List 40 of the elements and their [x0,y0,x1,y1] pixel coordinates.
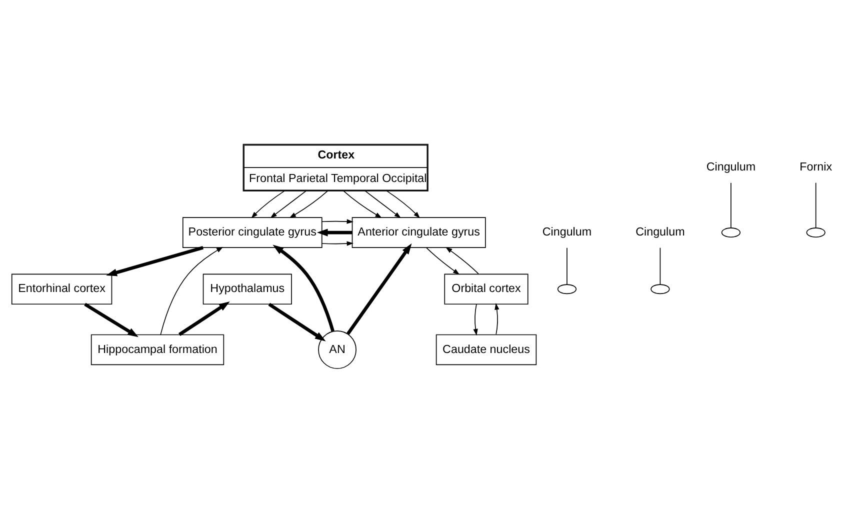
arrow [364,190,401,218]
node-ellipse [806,227,826,238]
node-ellipse [650,284,670,294]
node-box: Hippocampal formation [90,334,224,365]
node-text: Cingulum [706,160,756,174]
arrow [343,190,382,218]
node-box: Entorhinal cortex [11,273,112,304]
node-text: Cingulum [636,225,685,238]
arrow [426,246,460,274]
node-ellipse [557,284,577,294]
arrow [106,246,204,276]
arrow [270,190,306,218]
connector [730,182,732,228]
node-ellipse [721,227,741,238]
arrow [346,242,412,334]
arrow [178,300,230,336]
connector [660,246,661,284]
arrow [386,190,420,218]
arrow [272,244,334,332]
arrow [251,190,285,218]
arrow [84,302,139,337]
connector [566,246,568,284]
arrow [473,303,478,336]
arrow [160,246,224,334]
arrow [289,190,328,218]
node-box: Caudate nucleus [436,334,537,365]
arrow [322,218,354,224]
node-box: Anterior cingulate gyrus [352,216,486,248]
arrow [316,228,352,236]
node-box: Hypothalamus [202,273,292,304]
node-text: Cingulum [542,225,592,238]
arrow [322,240,354,246]
node-circle: AN [318,330,356,368]
node-box: Posterior cingulate gyrus [182,216,322,248]
arrow [446,246,479,274]
node-text: Fornix [800,160,832,174]
connector [815,182,816,228]
arrow [268,302,326,341]
node-box: Orbital cortex [444,273,528,304]
arrow [494,302,500,334]
